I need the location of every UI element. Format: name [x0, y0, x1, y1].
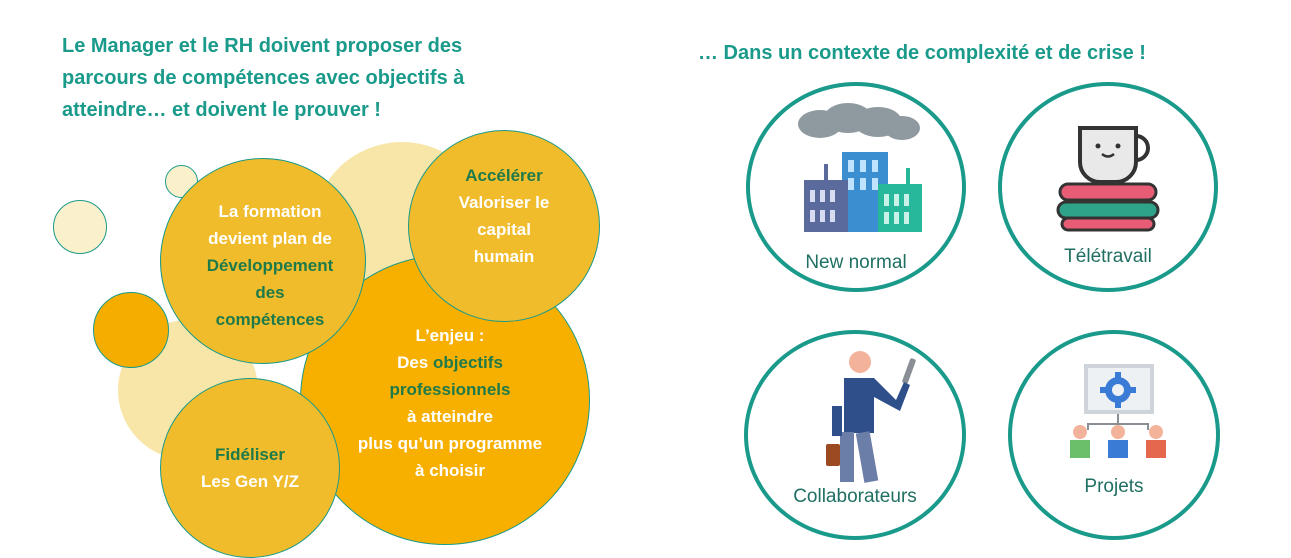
- label-teletravail: Télétravail: [1064, 246, 1152, 267]
- bubble-fideliser-text: Fidéliser Les Gen Y/Z: [201, 445, 299, 491]
- left-heading: Le Manager et le RH doivent proposer des…: [62, 35, 465, 121]
- ring-new-normal: New normal: [746, 82, 966, 292]
- label-new-normal: New normal: [805, 252, 907, 273]
- bubble-formation: [160, 158, 366, 364]
- label-collaborateurs: Collaborateurs: [793, 486, 917, 507]
- bubble-enjeu-text: L’enjeu : Des objectifs professionnels à…: [357, 326, 543, 480]
- decor-circle-left: [53, 200, 107, 254]
- decor-circle-orange: [93, 292, 169, 368]
- right-heading: … Dans un contexte de complexité et de c…: [698, 42, 1146, 64]
- decor-circle-small-top: [165, 165, 198, 198]
- ring-projets: Projets: [1008, 330, 1220, 540]
- label-projets: Projets: [1084, 476, 1144, 497]
- bubble-accelerer: [408, 130, 600, 322]
- teacup-books-icon: [1056, 126, 1160, 232]
- ring-collaborateurs: Collaborateurs: [744, 330, 966, 540]
- city-icon: [798, 103, 922, 232]
- project-gear-icon: [1070, 364, 1166, 458]
- traveler-icon: [826, 351, 916, 483]
- bubble-accelerer-text: Accélérer Valoriser le capital humain: [458, 166, 550, 266]
- ring-teletravail: Télétravail: [998, 82, 1218, 292]
- bubble-formation-text: La formation devient plan de Développeme…: [206, 202, 334, 329]
